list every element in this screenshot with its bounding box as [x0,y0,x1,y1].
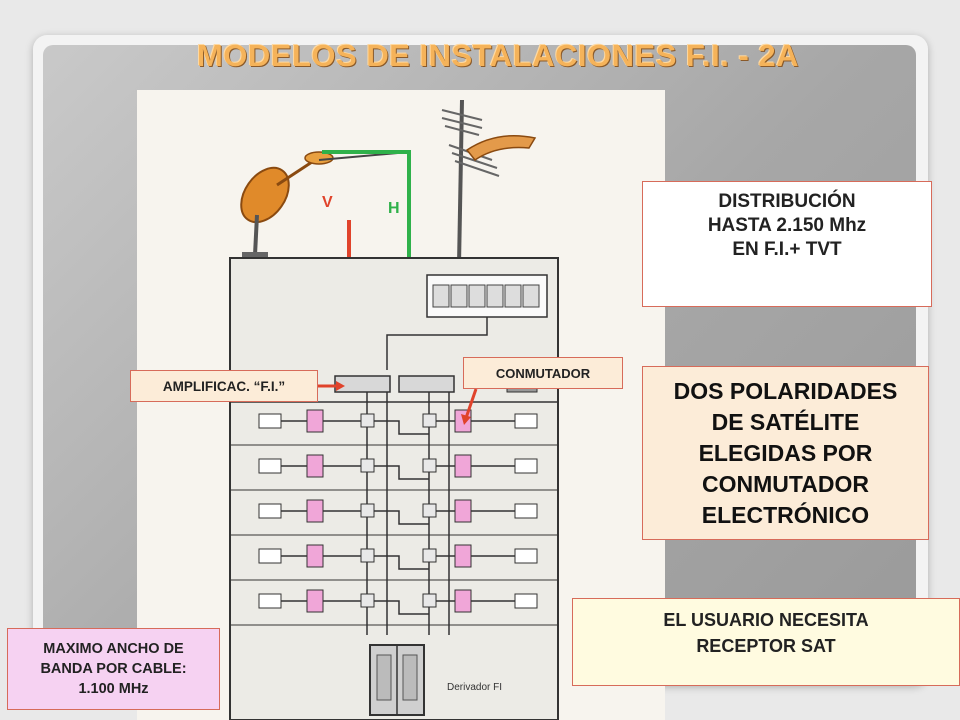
polarities-line-3: ELEGIDAS POR [698,439,873,466]
tap-cable [374,465,429,480]
user-line-2: RECEPTOR SAT [696,636,836,656]
bandwidth-line-2: BANDA POR CABLE: [40,661,187,677]
amplifier-v-icon [334,375,391,393]
bandwidth-line-3: 1.100 MHz [78,681,149,697]
wall-outlet-icon [514,548,538,564]
polarities-line-4: CONMUTADOR [702,470,869,497]
polarity-h-letter: H [388,200,400,217]
satellite-dish-icon [240,151,334,260]
derivador-label: Derivador FI [447,682,502,693]
switch-arrow [464,388,478,419]
user-needs-label: EL USUARIO NECESITA RECEPTOR SAT [572,598,960,686]
polarities-line-2: DE SATÉLITE [711,408,860,435]
polarities-label: DOS POLARIDADES DE SATÉLITE ELEGIDAS POR… [642,366,929,540]
tap-cable [374,600,429,615]
slide-title: MODELOS DE INSTALACIONES F.I. - 2A [196,38,800,73]
distribution-line-1: DISTRIBUCIÓN [718,191,856,212]
tap-cable [374,510,429,525]
polarities-line-5: ELECTRÓNICO [701,501,870,528]
amplifier-h-icon [398,375,455,393]
polarity-v-letter: V [322,194,333,211]
polarities-line-1: DOS POLARIDADES [673,377,898,404]
bandwidth-label: MAXIMO ANCHO DE BANDA POR CABLE: 1.100 M… [7,628,220,710]
tap-cable [374,555,429,570]
wall-outlet-icon [514,458,538,474]
wall-outlet-icon [514,503,538,519]
user-line-1: EL USUARIO NECESITA [663,610,869,630]
tap-cable [374,420,429,435]
wall-outlet-icon [514,413,538,429]
entrance-door-icon [369,644,425,716]
terrestrial-antenna-icon [441,99,537,266]
switch-label: CONMUTADOR [463,357,623,389]
bandwidth-line-1: MAXIMO ANCHO DE [43,641,184,657]
amplifier-label: AMPLIFICAC. “F.I.” [130,370,318,402]
floor-distribution [230,392,558,635]
distribution-label: DISTRIBUCIÓN HASTA 2.150 Mhz EN F.I.+ TV… [642,181,932,307]
distribution-line-2: HASTA 2.150 Mhz [707,215,867,236]
distribution-line-3: EN F.I.+ TVT [732,239,842,260]
wall-outlet-icon [514,593,538,609]
